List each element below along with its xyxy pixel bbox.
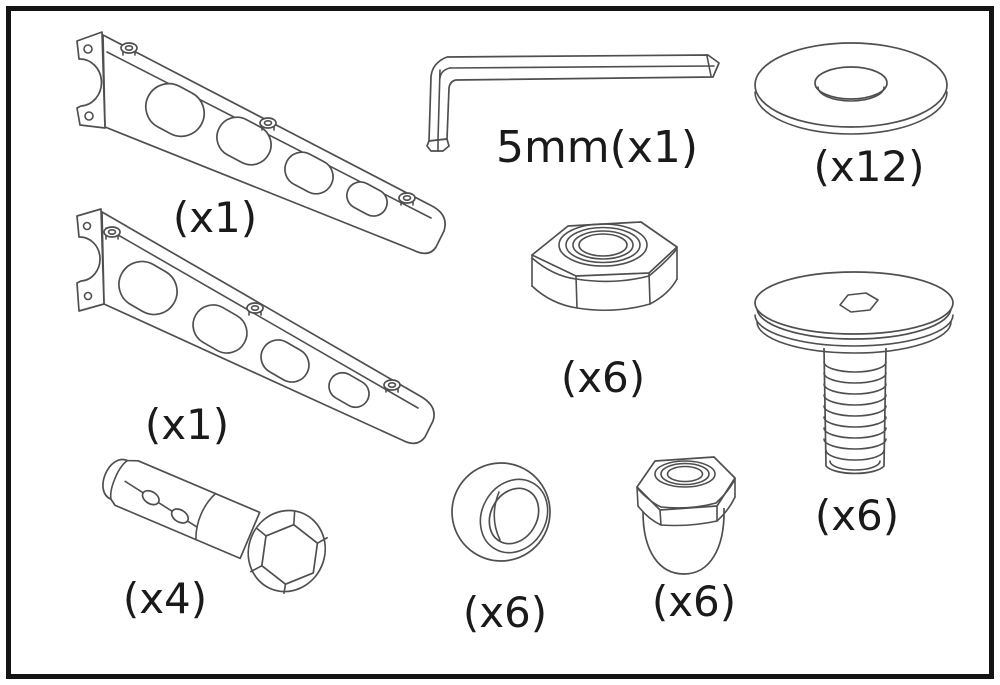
expansion-anchor-qty-label: (x4) xyxy=(123,574,207,623)
allen-key-facet-line xyxy=(449,65,715,69)
bracket-mount-plate xyxy=(76,208,105,312)
bracket-slot xyxy=(284,151,334,195)
bolt-hex-socket xyxy=(839,292,879,313)
hex-nut-chamfer-arcs xyxy=(531,249,677,283)
bracket-slot xyxy=(192,304,248,354)
hex-nut-thread xyxy=(572,230,634,260)
bolt-threads xyxy=(823,361,887,471)
bolt-shaft xyxy=(823,347,887,475)
bracket-screw-hole xyxy=(82,221,92,231)
washer-hole-rim xyxy=(817,86,885,102)
bracket-slot xyxy=(260,339,310,383)
socket-bolt-drawing xyxy=(754,271,954,475)
bracket-slot xyxy=(328,371,370,409)
flat-washer-drawing xyxy=(754,42,948,135)
washer-rim xyxy=(754,91,948,135)
bracket-slot xyxy=(144,82,206,138)
spacer-front-rim xyxy=(479,478,549,554)
cap-nut-thread xyxy=(654,460,716,488)
cap-nut-thread xyxy=(666,465,704,483)
cap-nut-qty-label: (x6) xyxy=(652,577,736,626)
bracket-screw-hole xyxy=(84,111,94,121)
hex-nut-drawing xyxy=(531,221,678,312)
anchor-hex-facets xyxy=(250,511,328,595)
spacer-drawing xyxy=(451,462,551,562)
page-border xyxy=(6,6,994,679)
allen-key-elbow-line xyxy=(439,67,451,79)
washer-hole xyxy=(814,66,888,100)
wall-bracket-top-qty-label: (x1) xyxy=(173,193,257,242)
wall-bracket-bottom-drawing xyxy=(76,208,435,445)
bracket-stud xyxy=(120,42,138,56)
bracket-stud xyxy=(383,379,401,393)
bracket-slot xyxy=(346,181,388,217)
bracket-mount-plate xyxy=(76,31,106,129)
allen-key-tip-bevel xyxy=(706,55,712,77)
allen-key-facet-line xyxy=(437,69,441,141)
hex-nut-bottom-edges xyxy=(531,278,678,312)
anchor-tip-rim xyxy=(109,459,129,501)
wall-bracket-top-drawing xyxy=(76,31,446,255)
bolt-head-top xyxy=(754,271,954,335)
socket-bolt-qty-label: (x6) xyxy=(815,491,899,540)
hex-nut-thread xyxy=(578,233,628,257)
anchor-expansion-slot xyxy=(141,489,160,506)
cap-nut-chamfer-arcs xyxy=(637,480,735,509)
hex-nut-thread xyxy=(565,226,641,264)
expansion-anchor-drawing xyxy=(102,458,328,595)
cap-nut-thread xyxy=(660,462,710,486)
allen-key-qty-label: 5mm(x1) xyxy=(496,122,698,173)
hex-nut-side-edges xyxy=(531,246,678,309)
bracket-stud xyxy=(259,117,277,131)
spacer-hole xyxy=(488,487,540,545)
cap-nut-bottom-edges xyxy=(637,496,736,527)
cap-nut-drawing xyxy=(636,456,736,575)
allen-key-drawing xyxy=(426,54,720,152)
spacer-qty-label: (x6) xyxy=(463,588,547,637)
bracket-flange-line xyxy=(105,227,419,409)
cap-nut-side-edges xyxy=(636,477,736,526)
hex-nut-qty-label: (x6) xyxy=(561,353,645,402)
allen-key-body xyxy=(428,54,720,142)
bracket-arm xyxy=(102,34,446,255)
bolt-head-rim xyxy=(756,321,952,354)
anchor-sleeve-seam xyxy=(195,492,217,541)
flat-washer-qty-label: (x12) xyxy=(813,142,924,191)
hex-nut-thread xyxy=(558,223,648,267)
spacer-bore-line xyxy=(493,491,501,541)
bracket-stud xyxy=(246,302,264,316)
bracket-screw-hole xyxy=(83,291,93,301)
hex-nut-top-face xyxy=(531,221,678,277)
bolt-head-rim xyxy=(754,314,954,347)
anchor-expansion-slot xyxy=(170,508,190,524)
wall-bracket-bottom-qty-label: (x1) xyxy=(145,400,229,449)
cap-nut-dome xyxy=(642,507,725,575)
bracket-stud xyxy=(398,192,416,206)
bracket-slot xyxy=(216,116,272,166)
bracket-stud xyxy=(103,226,121,240)
bracket-screw-hole xyxy=(83,44,93,54)
bracket-slot xyxy=(118,260,178,316)
anchor-sleeve xyxy=(102,458,261,560)
